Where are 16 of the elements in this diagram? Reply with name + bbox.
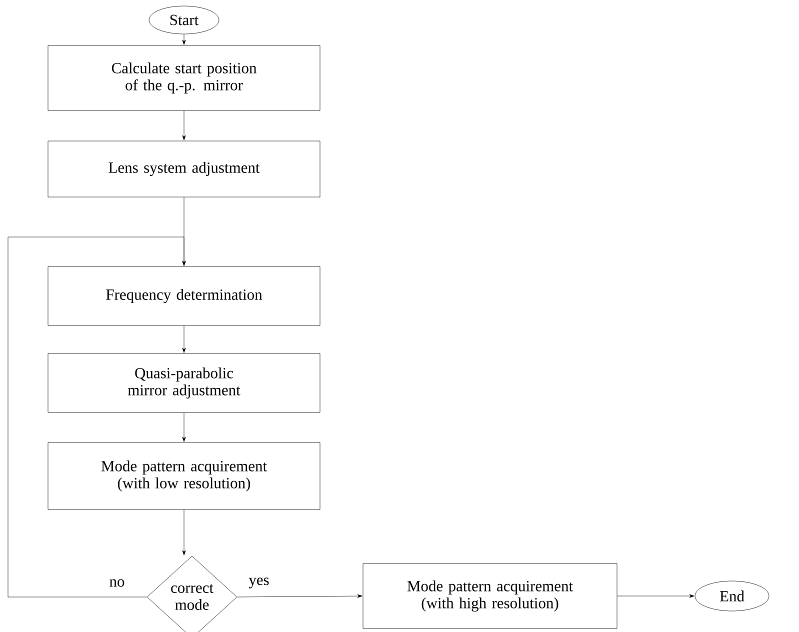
arrow xyxy=(182,326,186,353)
arrow xyxy=(617,594,694,598)
process-box: Quasi-parabolic mirror adjustment xyxy=(48,353,320,413)
edge-label: yes xyxy=(248,576,270,590)
arrow xyxy=(182,110,186,140)
process-box: Mode pattern acquirement (with high resolution) xyxy=(362,563,618,629)
edge-label: no xyxy=(108,578,126,588)
arrow xyxy=(182,34,186,45)
process-box: Mode pattern acquirement (with low resolution) xyxy=(48,442,320,510)
arrow xyxy=(182,412,186,442)
arrow xyxy=(237,594,362,598)
process-box: Lens system adjustment xyxy=(48,140,320,198)
arrow xyxy=(8,236,186,598)
arrow xyxy=(182,510,186,556)
process-box: Frequency determination xyxy=(48,266,320,326)
process-box: Calculate start position of the q.-p. mirror xyxy=(48,45,320,111)
